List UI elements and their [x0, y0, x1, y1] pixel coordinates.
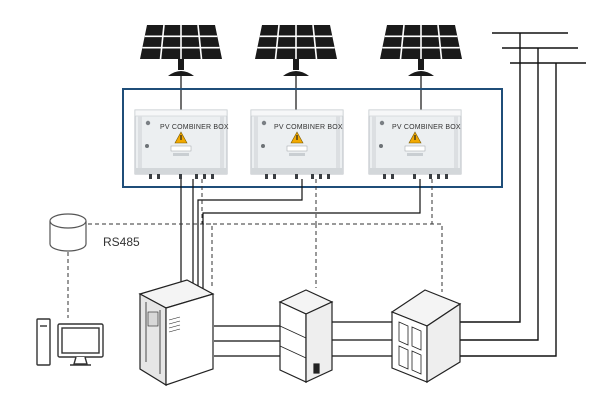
solar-panel-icon: [139, 24, 223, 77]
dc-wires: [180, 179, 421, 296]
solar-panel-icon: [379, 24, 463, 77]
power-line-icon: [460, 32, 586, 357]
solar-panel-icon: [254, 24, 338, 77]
computer-icon: [36, 318, 104, 366]
combiner-box-label: PV COMBINER BOX: [392, 124, 461, 131]
panel-wires: [180, 76, 422, 110]
combiner-box-label: PV COMBINER BOX: [160, 124, 229, 131]
inverter-cabinet-icon: [138, 279, 215, 387]
transformer-cabinet-icon: [278, 289, 334, 383]
rs485-bus: [67, 179, 443, 318]
rs485-label: RS485: [103, 235, 140, 249]
combiner-box: PV COMBINER BOX: [134, 109, 229, 180]
combiner-box: PV COMBINER BOX: [368, 109, 462, 180]
database-icon: [49, 213, 87, 252]
combiner-box: PV COMBINER BOX: [250, 109, 344, 180]
ac-wires: [214, 321, 392, 357]
combiner-group-frame: [122, 88, 503, 188]
combiner-box-label: PV COMBINER BOX: [274, 124, 343, 131]
switchgear-cabinet-icon: [390, 289, 462, 384]
